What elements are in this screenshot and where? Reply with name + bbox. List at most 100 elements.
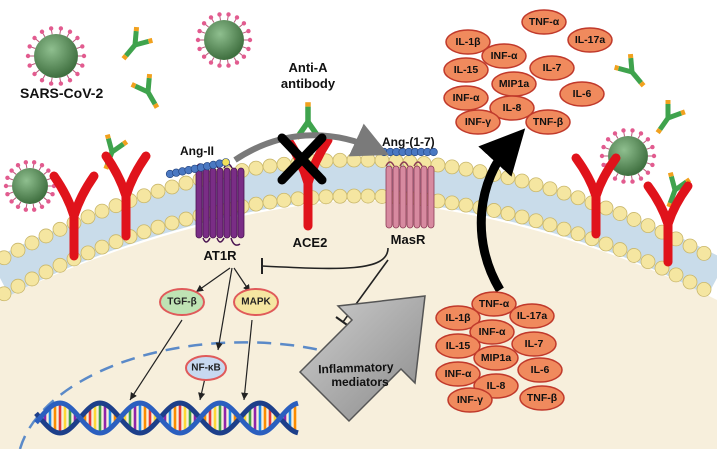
virus-label: SARS-CoV-2 [20,85,103,101]
virus-spike-tip [58,81,64,86]
lipid-head [150,183,166,199]
lipid-head [444,195,460,211]
cytokine-label: IL-7 [543,62,562,74]
conversion-arrow [233,123,389,163]
virus-spike-tip [75,71,80,77]
lipid-head [612,242,628,257]
virus-spike-tip [201,54,207,59]
cytokine-label: INF-γ [465,116,491,128]
cytokine-bubble [525,109,571,135]
virus-spike-tip [3,183,9,189]
cytokine-label: TNF-β [533,116,564,128]
lipid-head [164,215,180,231]
virus-icon [195,12,253,68]
virus-spike-tip [217,63,222,68]
release-arrow [476,128,526,293]
lipid-head [0,250,12,266]
lipid-head [528,213,544,229]
lipid-head [556,185,572,201]
antibody-arm [110,141,125,155]
lipid-head [24,235,40,251]
virus-spike-tip [75,35,80,41]
lipid-head [626,248,642,263]
cytokine-label: IL-1β [455,36,481,48]
tgfb-label: TGF-β [167,297,196,308]
virus-spike-tip [32,35,37,41]
masr-helix [399,165,407,229]
virus-spike-tip [5,175,10,180]
ace2-receptor-icon [643,181,693,267]
ace2-receptors [49,135,693,267]
at1r-helix [195,167,203,239]
antibody-stem [657,116,671,131]
cytokine-bubble [481,43,527,69]
lipid-head [38,228,54,244]
receptor-arm-left [643,181,673,229]
lipid-head [136,224,152,240]
lipid-head [248,160,264,176]
cytokine-bubble [489,95,535,121]
inflammatory-label-1: Inflammatory [318,360,394,377]
cytokine-label: IL-1β [445,312,471,324]
lipid-head [346,188,362,204]
cytokine-label: IL-15 [446,340,471,352]
receptor-arm-right [591,153,621,201]
at1r-helix [230,167,238,239]
at1r-receptor [195,163,245,246]
virus-icon [599,128,657,184]
antibody-arm [673,179,688,193]
cytokine-label: IL-6 [531,364,550,376]
cytokine-bubble [469,319,515,345]
cytokine-label: INF-α [445,368,472,380]
virus-spike-tip [601,144,606,150]
tgfb-node [159,288,205,316]
ang17-label: Ang-(1-7) [382,135,435,149]
lipid-head [458,197,474,213]
virus-spike-tip [612,176,618,181]
cytokine-bubble [443,85,489,111]
cytokine-label: IL-17a [575,34,606,46]
cytokine-bubble [471,291,517,317]
virus-spike-tip [197,28,202,34]
ace2-receptor-icon [571,153,621,239]
cytokine-bubble [443,57,489,83]
virus-spike-tip [630,128,635,133]
cytokine-label: INF-α [479,326,506,338]
lipid-head [0,286,12,302]
virus-spike-tip [39,163,45,168]
lipid-head [682,274,698,290]
at1r-helix [237,167,245,239]
virus-spike-tip [27,63,32,68]
lipid-head [178,211,194,227]
virus-spike-tip [58,26,64,31]
masr-helix [413,165,421,229]
antibody-stem-tip [639,81,646,88]
cytokine-bubble [567,27,613,53]
antibody-stem-tip [655,128,663,135]
lipid-head [640,254,656,270]
membrane-tail-band [0,157,717,296]
virus-spike-tip [599,153,605,159]
virus-spike-tip [15,204,21,209]
lipid-head [52,257,68,273]
virus-spike-tip [48,26,54,31]
lipid-head [542,217,558,233]
virus-spike-tip [46,168,51,173]
antibody-icon [613,53,646,88]
mapk-label: MAPK [241,297,271,308]
virus-spike-tip [25,53,31,59]
virus-spike-tip [9,199,14,204]
cytokine-label: TNF-α [529,16,560,28]
antibody-icon [655,100,686,135]
virus-spike-tip [50,192,55,197]
cytokine-label: MIP1a [481,352,512,364]
antibody-arm-tip [680,109,686,116]
virus-spike-tip [15,163,21,168]
masr-helix [420,165,428,229]
masr-receptor [385,161,435,229]
masr-helix [385,165,393,229]
lipid-head [332,188,348,204]
cytokine-label: MIP1a [499,78,530,90]
